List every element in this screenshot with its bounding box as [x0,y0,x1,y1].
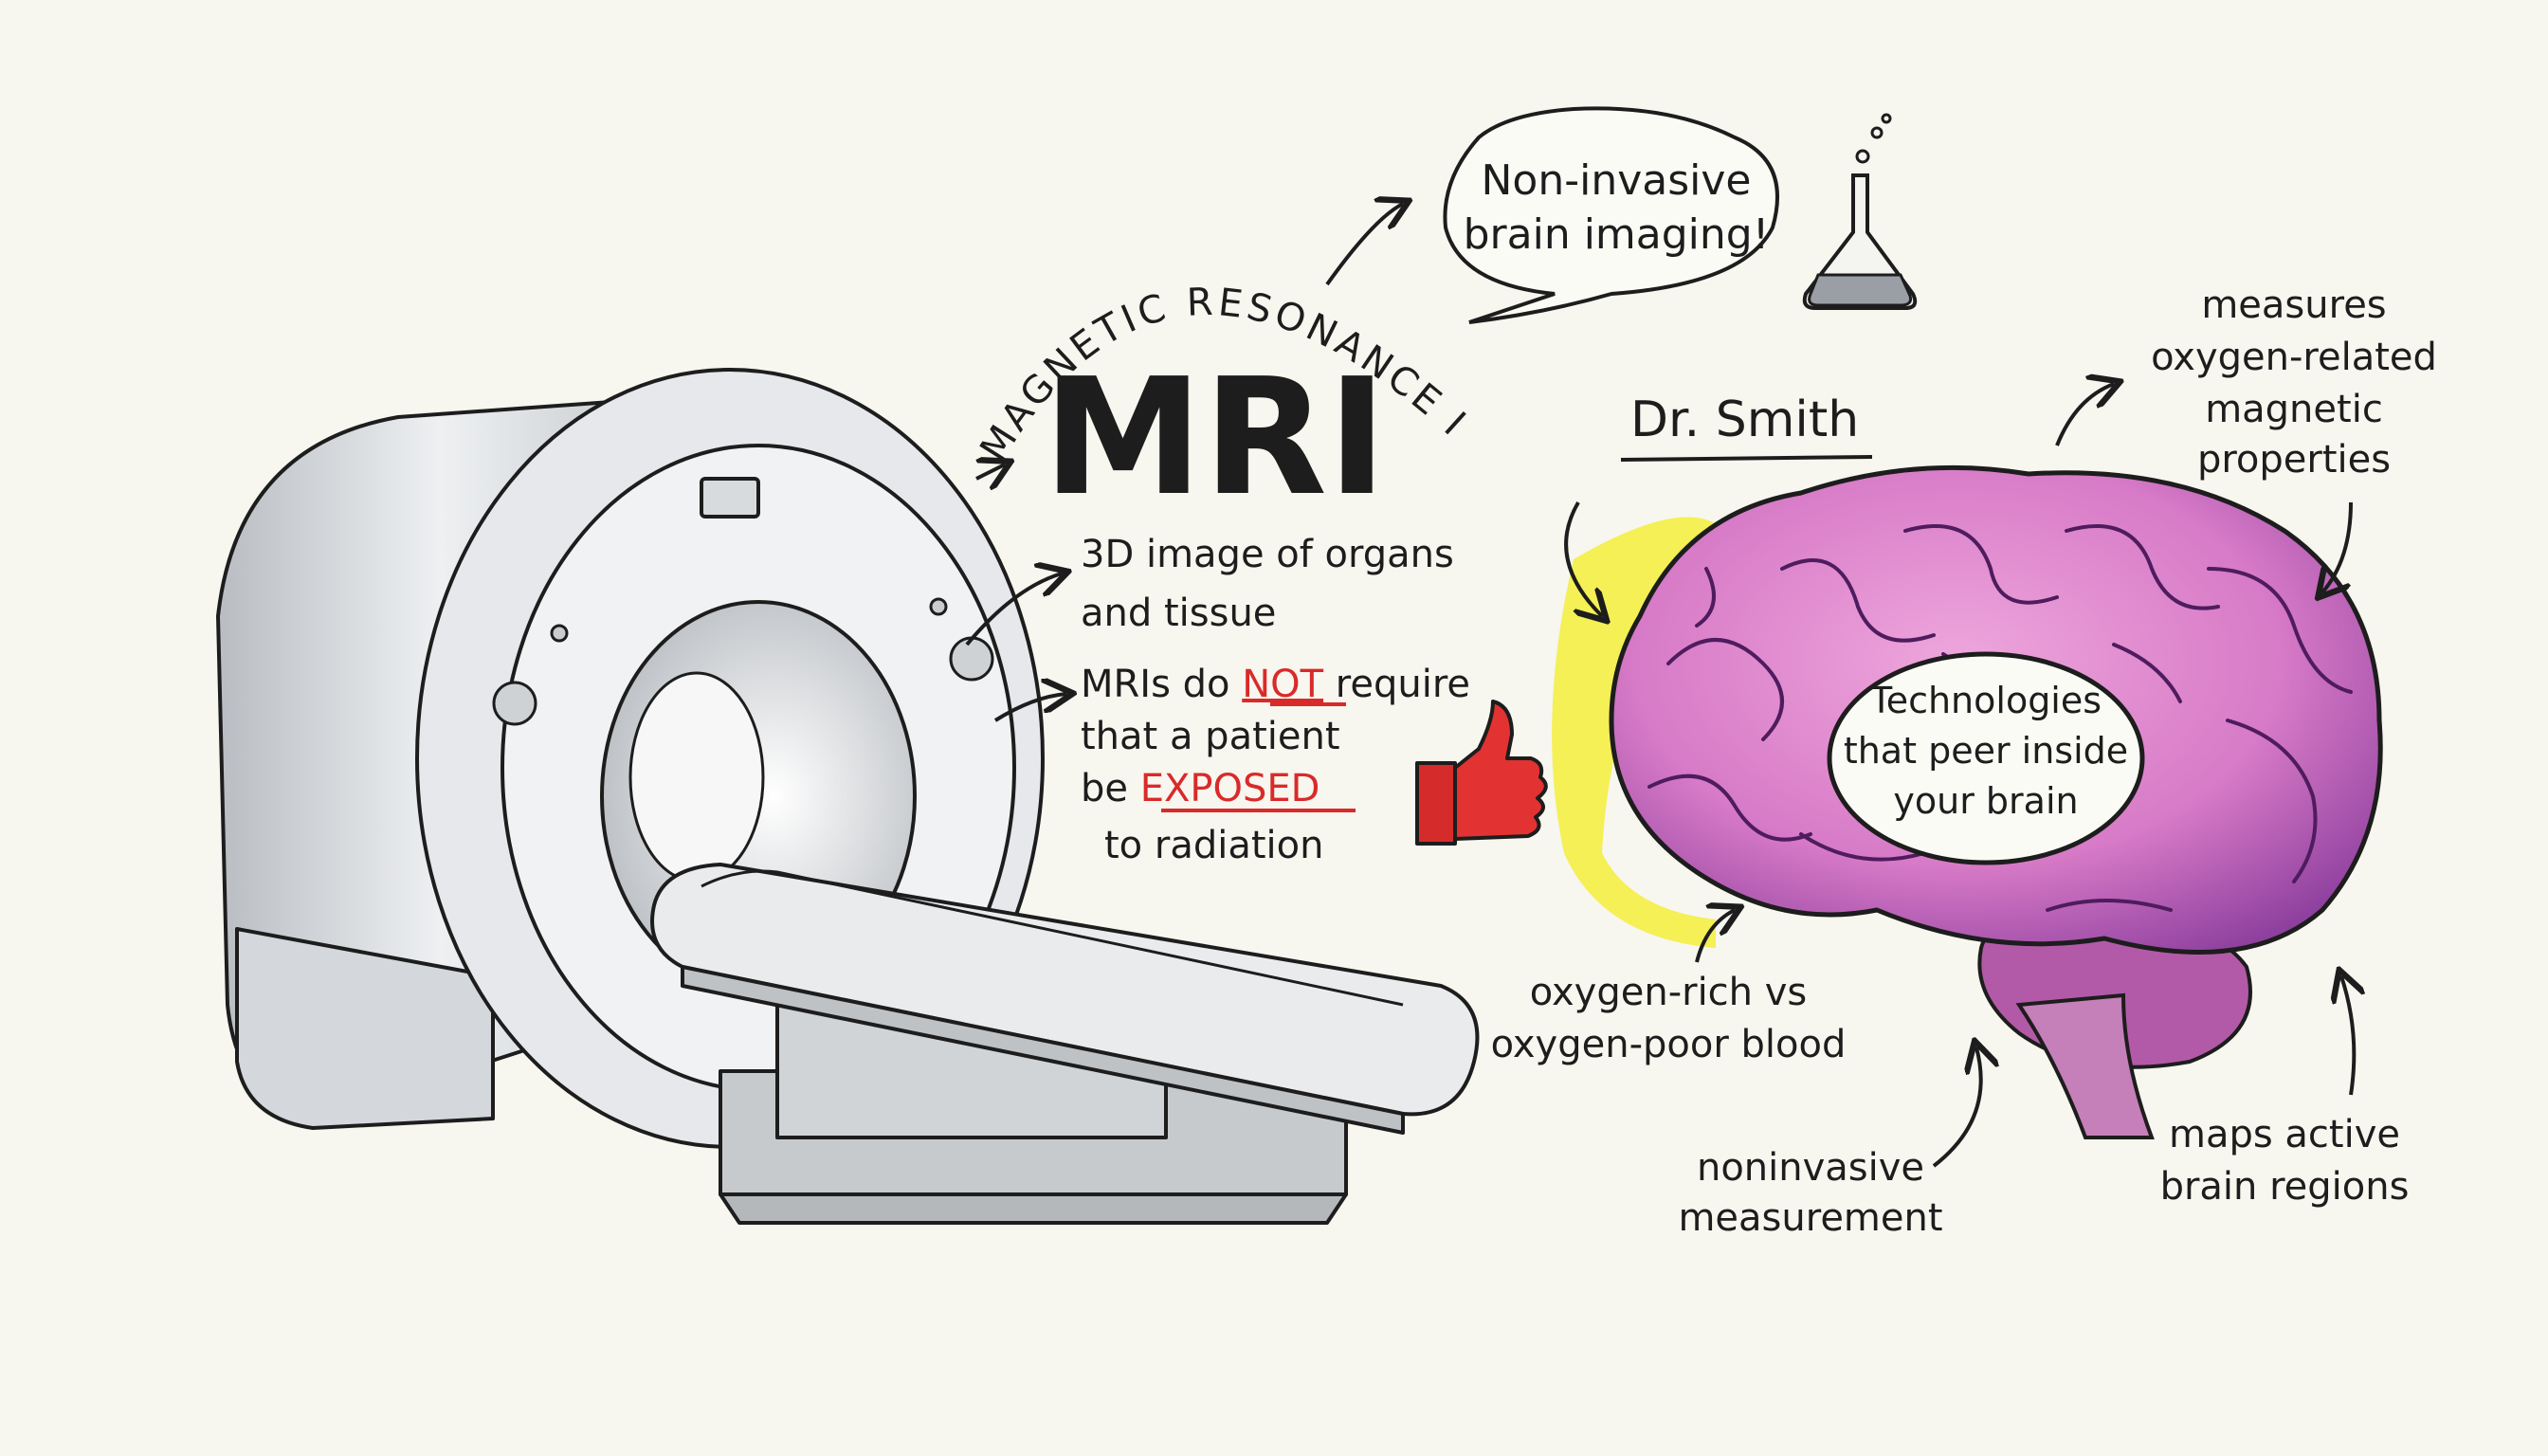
bubble-line-2: brain imaging! [1464,210,1770,259]
svg-text:maps active: maps active [2169,1113,2400,1156]
noninvasive-note: noninvasive measurement [1678,1047,1980,1240]
svg-text:measurement: measurement [1678,1196,1942,1240]
radiation-line-3: be EXPOSED [1081,767,1320,810]
radiation-line-1: MRIs do NOT require [1081,663,1470,706]
svg-text:brain regions: brain regions [2160,1165,2410,1209]
doctor-name: Dr. Smith [1630,391,1859,448]
doctor-label: Dr. Smith [1564,391,1873,616]
speech-bubble: Non-invasive brain imaging! [1325,106,1779,324]
radiation-line-4: to radiation [1104,824,1323,867]
brain-illustration: Technologies that peer inside your brain [1552,464,2383,1139]
svg-text:properties: properties [2197,438,2391,482]
organs-line-2: and tissue [1081,592,1276,635]
maps-note: maps active brain regions [2160,976,2410,1209]
thumbs-up-icon [1415,700,1548,846]
blood-note: oxygen-rich vs oxygen-poor blood [1491,910,1847,1066]
svg-text:oxygen-rich vs: oxygen-rich vs [1530,971,1808,1014]
bubble-line-1: Non-invasive [1482,156,1752,205]
brain-center-line-3: your brain [1893,780,2078,822]
svg-text:oxygen-poor blood: oxygen-poor blood [1491,1023,1847,1066]
radiation-note: MRIs do NOT require that a patient be EX… [993,663,1470,867]
organs-line-1: 3D image of organs [1081,533,1454,576]
title-arrow [975,464,1005,479]
flask-icon [1802,113,1918,310]
brain-center-line-2: that peer inside [1844,730,2128,772]
organs-note: 3D image of organs and tissue [965,533,1454,646]
svg-text:oxygen-related: oxygen-related [2151,336,2437,379]
radiation-line-2: that a patient [1081,715,1340,758]
mri-scanner [216,368,1480,1225]
brain-center-line-1: Technologies [1869,680,2102,721]
svg-text:measures: measures [2201,283,2386,327]
svg-text:noninvasive: noninvasive [1697,1146,1924,1190]
title-mri: MRI [1043,344,1387,532]
measures-note: measures oxygen-related magnetic propert… [2055,283,2437,592]
svg-text:magnetic: magnetic [2205,388,2383,431]
